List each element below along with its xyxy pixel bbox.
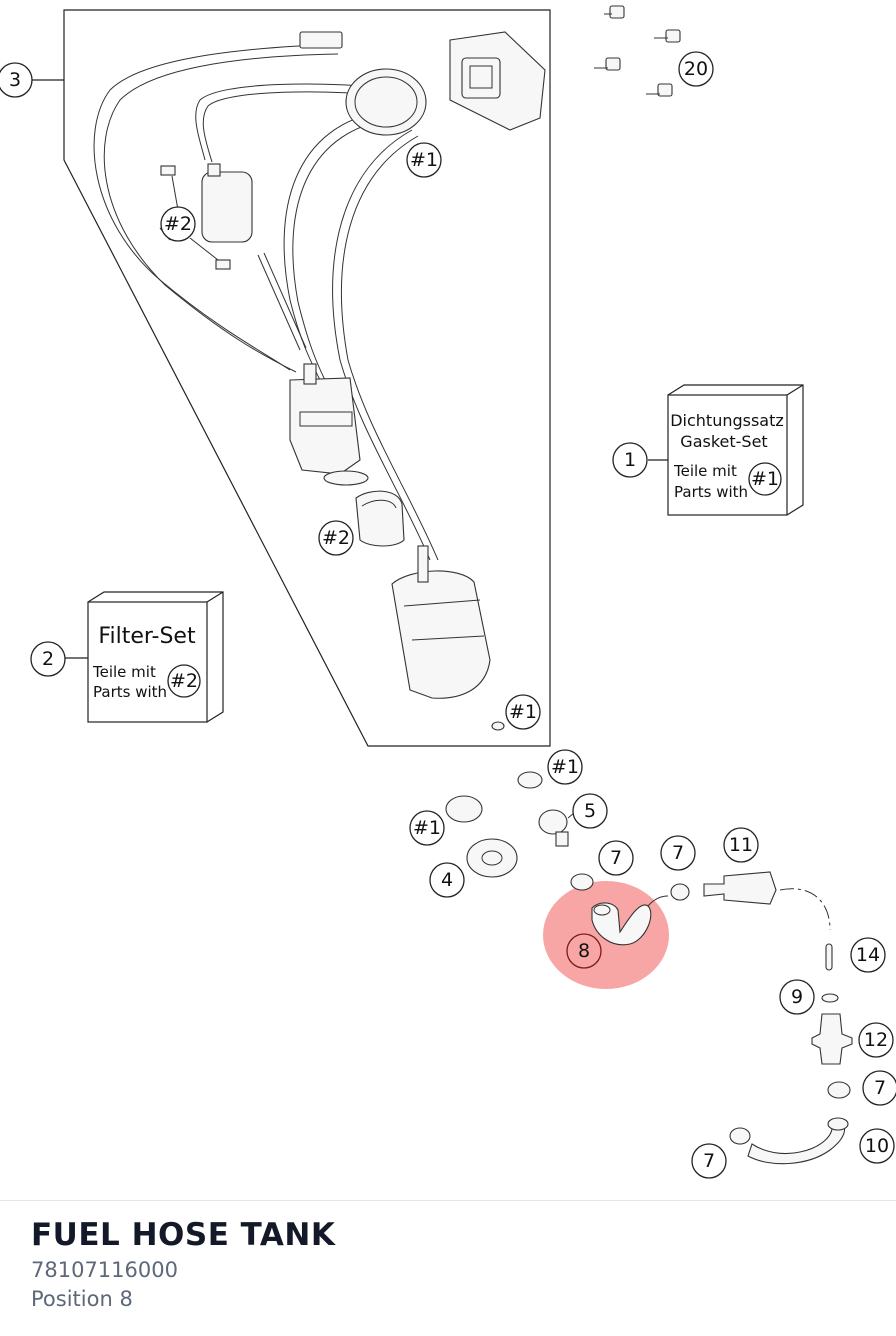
gasket-set-box: Dichtungssatz Gasket-Set Teile mit Parts… [648, 384, 804, 516]
callout-20[interactable]: 20 [678, 51, 714, 87]
gasket-set-title-en: Gasket-Set [680, 432, 767, 451]
svg-text:#2: #2 [322, 527, 350, 549]
callout-2[interactable]: 2 [30, 641, 66, 677]
part-title: FUEL HOSE TANK [31, 1217, 336, 1253]
callout-3[interactable]: 3 [0, 62, 33, 98]
svg-text:#1: #1 [551, 756, 579, 778]
svg-text:20: 20 [684, 58, 708, 80]
callout-hash1-c[interactable]: #1 [547, 749, 583, 785]
callout-hash2-b[interactable]: #2 [318, 520, 354, 556]
pump-assembly-frame [63, 9, 551, 747]
svg-text:#1: #1 [410, 149, 438, 171]
svg-text:7: 7 [703, 1150, 715, 1172]
exploded-parts-diagram: Dichtungssatz Gasket-Set Teile mit Parts… [0, 5, 896, 1179]
part-position: Position 8 [31, 1287, 133, 1311]
callout-7-c[interactable]: 7 [862, 1070, 896, 1106]
svg-text:7: 7 [610, 847, 622, 869]
svg-text:3: 3 [9, 69, 21, 91]
svg-text:7: 7 [874, 1077, 886, 1099]
callout-8-selected[interactable]: 8 [566, 933, 602, 969]
svg-text:#1: #1 [413, 817, 441, 839]
svg-text:10: 10 [865, 1135, 889, 1157]
svg-text:5: 5 [584, 800, 596, 822]
svg-text:7: 7 [672, 842, 684, 864]
callout-14[interactable]: 14 [850, 937, 886, 973]
svg-text:12: 12 [864, 1029, 888, 1051]
gasket-set-title-de: Dichtungssatz [670, 411, 784, 430]
filter-set-tag: #2 [170, 670, 198, 692]
svg-text:14: 14 [856, 944, 880, 966]
svg-text:#1: #1 [509, 701, 537, 723]
filter-set-parts-en: Parts with [93, 683, 167, 701]
gasket-set-tag: #1 [751, 468, 779, 490]
gasket-set-parts-de: Teile mit [673, 462, 737, 480]
bolt-set [594, 5, 681, 97]
callout-hash2-a[interactable]: #2 [160, 206, 196, 242]
callout-4[interactable]: 4 [429, 862, 465, 898]
callout-hash1-d[interactable]: #1 [409, 810, 445, 846]
callout-7-a[interactable]: 7 [598, 840, 634, 876]
svg-text:11: 11 [729, 834, 753, 856]
callout-5[interactable]: 5 [572, 793, 608, 829]
part-info-panel: FUEL HOSE TANK 78107116000 Position 8 [0, 1200, 896, 1336]
filter-set-title: Filter-Set [98, 624, 196, 649]
part-number: 78107116000 [31, 1258, 178, 1282]
filter-set-box: Filter-Set Teile mit Parts with #2 [64, 591, 224, 723]
callout-10[interactable]: 10 [859, 1128, 895, 1164]
svg-text:1: 1 [624, 449, 636, 471]
callout-7-b[interactable]: 7 [660, 835, 696, 871]
callout-1[interactable]: 1 [612, 442, 648, 478]
gasket-set-parts-en: Parts with [674, 483, 748, 501]
callout-hash1-b[interactable]: #1 [505, 694, 541, 730]
svg-text:9: 9 [791, 986, 803, 1008]
filter-set-parts-de: Teile mit [92, 663, 156, 681]
svg-text:8: 8 [578, 940, 590, 962]
svg-text:#2: #2 [164, 213, 192, 235]
callout-hash1-a[interactable]: #1 [406, 142, 442, 178]
svg-text:2: 2 [42, 648, 54, 670]
callout-12[interactable]: 12 [858, 1022, 894, 1058]
callout-11[interactable]: 11 [723, 827, 759, 863]
callout-7-d[interactable]: 7 [691, 1143, 727, 1179]
svg-text:4: 4 [441, 869, 453, 891]
callout-9[interactable]: 9 [779, 979, 815, 1015]
